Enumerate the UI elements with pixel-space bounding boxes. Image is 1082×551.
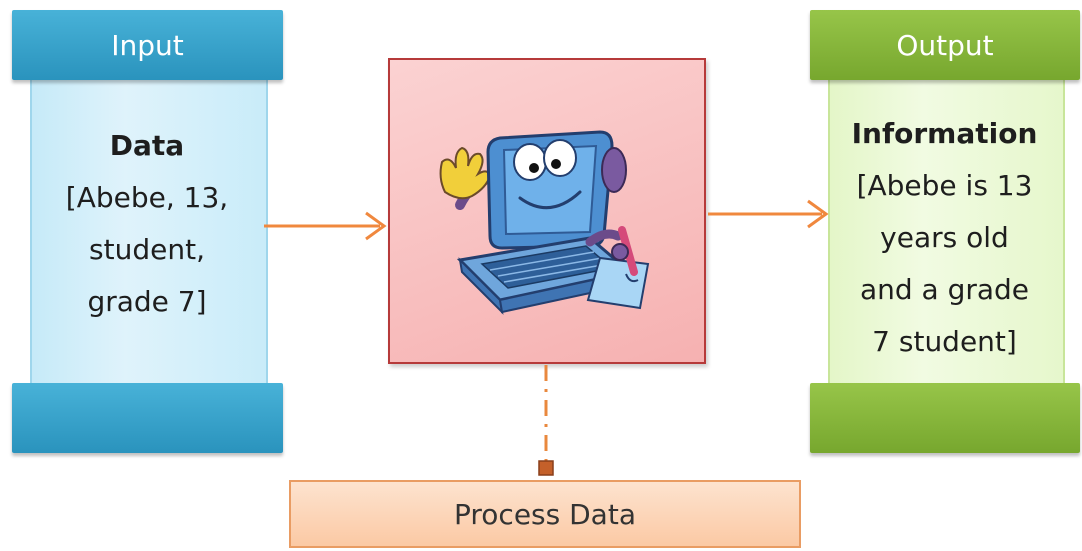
input-to-process-arrow — [264, 211, 387, 241]
input-line-3: grade 7] — [87, 285, 207, 318]
input-content: Data [Abebe, 13, student, grade 7] — [30, 120, 264, 328]
cartoon-laptop-character-icon — [439, 130, 650, 315]
process-data-label: Process Data — [454, 497, 636, 531]
input-line-1: [Abebe, 13, — [65, 181, 229, 214]
output-line-3: and a grade — [859, 273, 1030, 306]
input-title: Input — [111, 28, 184, 62]
output-scroll-top — [810, 10, 1080, 80]
process-dashed-connector — [538, 365, 554, 476]
input-scroll-top — [12, 10, 283, 80]
output-line-1: [Abebe is 13 — [856, 169, 1033, 202]
pencil-note-icon — [585, 226, 650, 310]
output-scroll-bottom — [810, 383, 1080, 453]
output-line-2: years old — [880, 221, 1009, 254]
output-title: Output — [896, 28, 994, 62]
process-to-output-arrow — [708, 199, 829, 229]
process-data-box: Process Data — [289, 480, 801, 548]
input-heading: Data — [109, 129, 185, 162]
output-line-4: 7 student] — [872, 325, 1017, 358]
output-scroll-body — [828, 80, 1065, 383]
laptop-screen — [486, 130, 627, 250]
input-scroll-body — [30, 80, 268, 383]
input-line-2: student, — [89, 233, 205, 266]
waving-hand-icon — [439, 146, 492, 210]
output-heading: Information — [851, 117, 1038, 150]
process-box — [388, 58, 706, 364]
input-scroll-bottom — [12, 383, 283, 453]
laptop-keyboard — [456, 236, 634, 315]
output-content: Information [Abebe is 13 years old and a… — [828, 108, 1061, 368]
